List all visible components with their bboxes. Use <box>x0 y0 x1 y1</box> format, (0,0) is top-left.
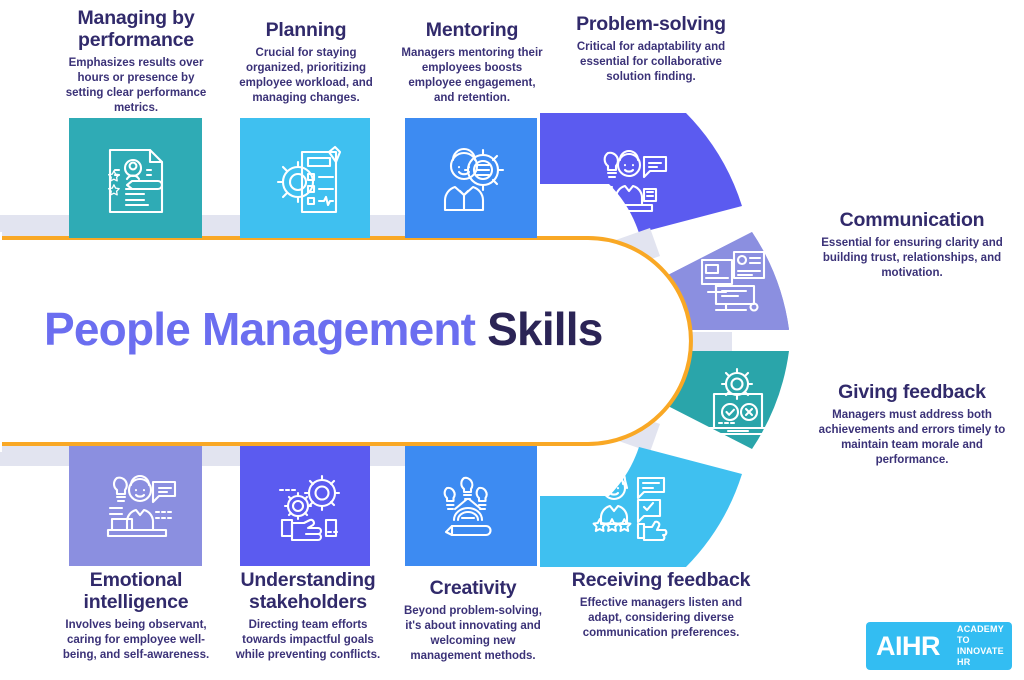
label-mentoring: Mentoring Managers mentoring their emplo… <box>398 19 546 107</box>
wedge-1-problem-solving[interactable] <box>540 113 742 233</box>
label-description: Essential for ensuring clarity and build… <box>821 236 1003 280</box>
label-receiving-feedback: Receiving feedback Effective managers li… <box>566 569 756 641</box>
lightbulb-person-desk-icon <box>106 474 177 538</box>
label-planning: Planning Crucial for staying organized, … <box>233 19 379 107</box>
title-part-2: Skills <box>487 303 603 355</box>
aihr-logo[interactable]: AIHR ACADEMY TO INNOVATE HR <box>866 622 1012 670</box>
label-title: Managing by performance <box>77 7 195 51</box>
label-description: Critical for adaptability and essential … <box>576 40 726 84</box>
monitor-messages-communication-icon <box>700 250 766 312</box>
label-emotional-intelligence: Emotional intelligence Involves being ob… <box>58 569 214 663</box>
label-description: Involves being observant, caring for emp… <box>62 618 210 661</box>
label-problem-solving: Problem-solving Critical for adaptabilit… <box>566 13 736 85</box>
lightbulb-person-idea-icon <box>598 149 668 213</box>
label-title: Mentoring <box>425 19 519 41</box>
person-gear-mentoring-icon <box>443 148 505 212</box>
label-title: Giving feedback <box>838 381 986 403</box>
logo-tagline-line1: ACADEMY TO <box>957 623 1004 645</box>
label-giving-feedback: Giving feedback Managers must address bo… <box>810 381 1014 469</box>
tile-understanding-stakeholders[interactable] <box>240 446 370 566</box>
tile-emotional-intelligence[interactable] <box>69 446 202 566</box>
label-title: Problem-solving <box>576 13 726 35</box>
title-part-1: People Management <box>44 303 476 355</box>
label-description: Effective managers listen and adapt, con… <box>579 596 743 640</box>
label-communication: Communication Essential for ensuring cla… <box>810 209 1014 281</box>
label-description: Beyond problem-solving, it's about innov… <box>403 604 542 663</box>
person-stars-thumbsup-icon <box>592 468 668 542</box>
wedge-gap-2 <box>686 332 732 354</box>
label-title: Creativity <box>429 577 517 599</box>
center-capsule <box>0 236 693 446</box>
wedge-4-receiving-feedback[interactable] <box>540 447 742 567</box>
label-description: Managers must address both achievements … <box>818 408 1006 467</box>
logo-tagline: ACADEMY TO INNOVATE HR <box>957 624 1004 669</box>
tile-managing-by-performance[interactable] <box>69 118 202 238</box>
label-title: Emotional intelligence <box>83 569 189 613</box>
label-title: Understanding stakeholders <box>240 569 376 613</box>
label-description: Crucial for staying organized, prioritiz… <box>239 46 373 105</box>
tiles-bottom <box>69 446 537 566</box>
hands-gears-stakeholders-icon <box>278 474 341 542</box>
pencil-lightbulbs-creativity-icon <box>443 476 492 537</box>
clipboard-gear-planning-icon <box>276 145 342 214</box>
label-managing-by-performance: Managing by performance Emphasizes resul… <box>60 7 212 116</box>
label-title: Communication <box>839 209 985 231</box>
logo-wordmark: AIHR <box>876 630 941 661</box>
laptop-gear-check-cross-icon <box>706 367 770 436</box>
wedge-3-giving-feedback[interactable] <box>666 351 789 449</box>
label-understanding-stakeholders: Understanding stakeholders Directing tea… <box>232 569 384 663</box>
center-title: People Management Skills <box>44 306 664 352</box>
label-title: Receiving feedback <box>571 569 751 591</box>
label-creativity: Creativity Beyond problem-solving, it's … <box>398 577 548 665</box>
performance-review-document-icon <box>107 148 164 214</box>
tile-creativity[interactable] <box>405 446 537 566</box>
label-description: Emphasizes results over hours or presenc… <box>65 56 207 115</box>
label-description: Managers mentoring their employees boost… <box>401 46 543 105</box>
label-title: Planning <box>265 19 347 41</box>
label-description: Directing team efforts towards impactful… <box>235 618 381 661</box>
logo-tagline-line2: INNOVATE HR <box>957 646 1004 668</box>
